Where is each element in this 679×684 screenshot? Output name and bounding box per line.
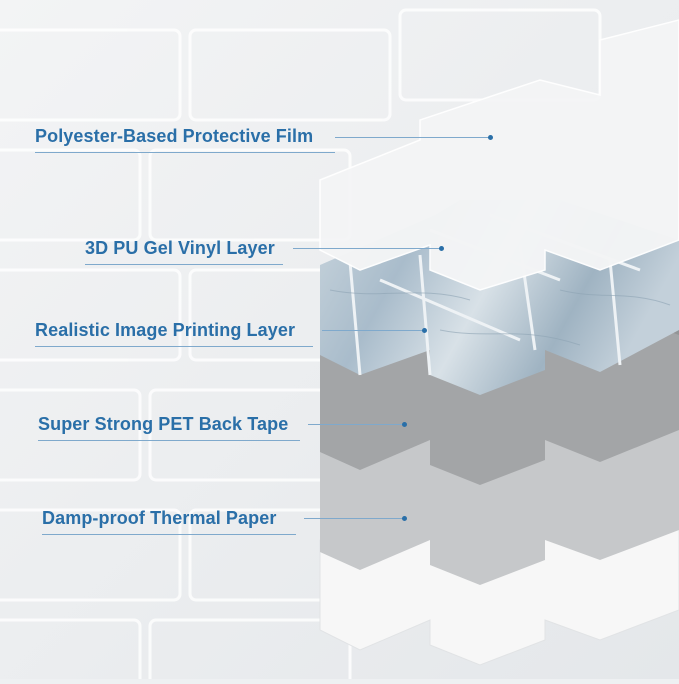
- leader-line-1: [35, 152, 335, 153]
- leader-line-1-ext: [335, 137, 490, 138]
- leader-line-3: [35, 346, 313, 347]
- layer-label-4: Super Strong PET Back Tape: [38, 414, 289, 434]
- leader-dot-2: [439, 246, 444, 251]
- layer-protective-film: [319, 19, 679, 291]
- leader-line-2-ext: [293, 248, 441, 249]
- leader-line-3-ext: [322, 330, 424, 331]
- layer-label-3: Realistic Image Printing Layer: [35, 320, 296, 340]
- leader-dot-3: [422, 328, 427, 333]
- leader-line-5-ext: [304, 518, 404, 519]
- leader-dot-5: [402, 516, 407, 521]
- layer-label-1: Polyester-Based Protective Film: [35, 126, 314, 146]
- layer-label-5: Damp-proof Thermal Paper: [42, 508, 277, 528]
- leader-line-4-ext: [308, 424, 404, 425]
- layer-label-2: 3D PU Gel Vinyl Layer: [85, 238, 275, 258]
- leader-line-5: [42, 534, 296, 535]
- leader-line-4: [38, 440, 300, 441]
- leader-line-2: [85, 264, 283, 265]
- leader-dot-1: [488, 135, 493, 140]
- leader-dot-4: [402, 422, 407, 427]
